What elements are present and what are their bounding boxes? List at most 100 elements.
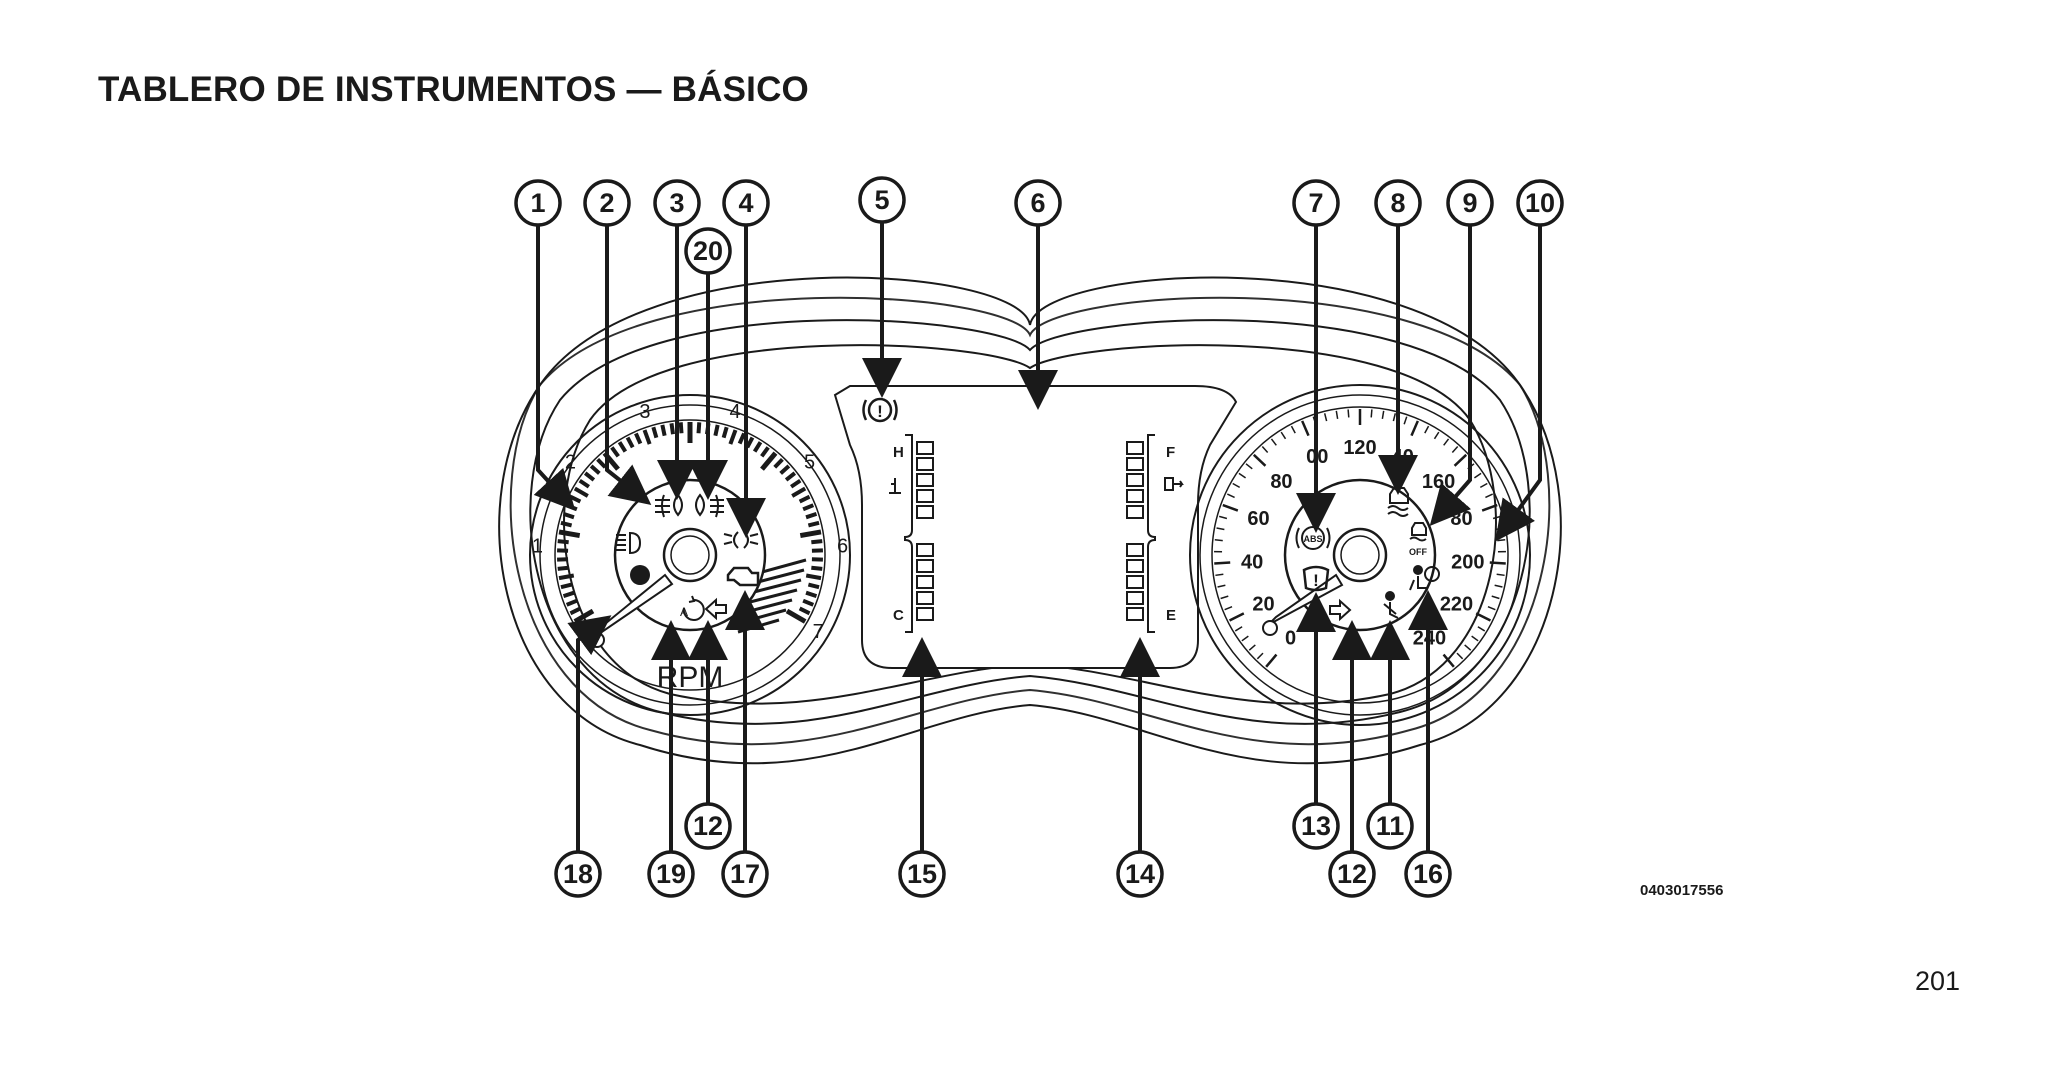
callout-number: 4 xyxy=(738,188,753,218)
callout-leader-arrow xyxy=(533,225,576,511)
tach-tick xyxy=(805,590,818,599)
tach-tick xyxy=(560,582,573,590)
speed-tick xyxy=(1492,515,1502,520)
speed-tick xyxy=(1248,644,1256,651)
tach-scale-label: 7 xyxy=(813,621,824,643)
fuel-bar-segments xyxy=(1126,441,1144,621)
tach-tick xyxy=(745,436,755,449)
tach-tick xyxy=(569,606,582,616)
tach-tick xyxy=(798,606,811,616)
callout-circle xyxy=(1014,179,1062,227)
speed-scale-label: 200 xyxy=(1451,551,1484,573)
speed-tick xyxy=(1218,515,1228,520)
callout-circle xyxy=(1366,802,1414,850)
speed-tick xyxy=(1442,653,1455,668)
fuel-bar-segment xyxy=(1126,575,1144,589)
tach-tick xyxy=(805,573,822,581)
speed-tick xyxy=(1217,584,1226,588)
tach-tick xyxy=(752,441,763,453)
tach-tick xyxy=(785,608,807,624)
tach-tick xyxy=(696,422,702,434)
callout-leader-arrow xyxy=(1429,225,1472,527)
speed-scale-ticks xyxy=(1214,409,1506,668)
speed-tick xyxy=(1232,482,1241,489)
tach-tick xyxy=(721,426,729,439)
temp-bar-segment xyxy=(916,457,934,471)
speed-tick xyxy=(1471,635,1479,642)
callout-circle xyxy=(722,179,770,227)
speed-scale-label: 40 xyxy=(1241,551,1263,573)
speed-tick xyxy=(1491,595,1500,600)
fuel-bar-segment xyxy=(1126,543,1144,557)
tach-tick xyxy=(678,422,684,434)
callout-circle xyxy=(721,850,769,898)
speed-scale-label: 20 xyxy=(1252,593,1274,615)
callout-circle xyxy=(684,802,732,850)
rear-fog-light-icon xyxy=(695,493,724,518)
callout-number: 14 xyxy=(1125,859,1155,889)
temp-bar-segment xyxy=(916,543,934,557)
speed-scale-label: 40 xyxy=(1392,446,1414,468)
tach-tick xyxy=(805,511,818,520)
tach-tick xyxy=(560,520,573,528)
temp-bar-segment xyxy=(916,441,934,455)
speed-tick xyxy=(1453,453,1468,467)
svg-text:A: A xyxy=(680,605,688,619)
callout-19: 19 xyxy=(647,620,695,898)
speed-tick xyxy=(1261,445,1269,453)
temp-bar-segment xyxy=(916,559,934,573)
svg-text:ABS: ABS xyxy=(1303,534,1322,544)
speed-tick xyxy=(1381,410,1385,419)
speed-tick xyxy=(1477,626,1486,632)
tach-tick xyxy=(617,441,628,453)
tach-tick xyxy=(807,520,820,528)
tach-tick xyxy=(713,424,720,437)
page-title: TABLERO DE INSTRUMENTOS — BÁSICO xyxy=(98,70,809,109)
speed-scale-label: 80 xyxy=(1270,471,1292,493)
speed-tick xyxy=(1323,413,1328,422)
speed-tick xyxy=(1238,472,1247,479)
speed-tick xyxy=(1443,438,1450,446)
speed-tick xyxy=(1214,561,1231,565)
speed-tick xyxy=(1216,527,1225,531)
speed-tick xyxy=(1214,538,1223,542)
speed-tick xyxy=(1487,606,1496,611)
temp-bar-segments xyxy=(916,441,934,621)
fuel-bar-segment xyxy=(1126,505,1144,519)
fuel-bar-segment xyxy=(1126,441,1144,455)
tach-tick xyxy=(669,423,676,435)
callout-number: 10 xyxy=(1525,188,1555,218)
speed-scale-label: 0 xyxy=(1285,628,1296,650)
fuel-empty-label: E xyxy=(1166,607,1176,624)
tach-tick xyxy=(802,503,815,512)
tach-tick xyxy=(578,478,590,489)
speed-tick xyxy=(1489,561,1506,565)
tach-tick xyxy=(562,511,575,520)
tach-tick xyxy=(802,598,815,607)
callout-circle xyxy=(898,850,946,898)
temp-bar-segment xyxy=(916,505,934,519)
speed-tick xyxy=(1496,573,1505,577)
tach-tick xyxy=(791,486,807,498)
tach-tick xyxy=(760,446,770,458)
callout-circle xyxy=(653,179,701,227)
speed-tick xyxy=(1473,472,1482,479)
speed-tick xyxy=(1265,653,1278,668)
fuel-bar-segment xyxy=(1126,607,1144,621)
fuel-pump-icon xyxy=(1164,477,1184,491)
speed-tick xyxy=(1252,453,1267,467)
speed-tick xyxy=(1347,409,1350,418)
speed-tick xyxy=(1290,425,1296,434)
speed-tick xyxy=(1424,425,1430,434)
callout-circle xyxy=(1404,850,1452,898)
check-engine-icon xyxy=(726,566,760,587)
temperature-gauge: H C xyxy=(889,434,934,633)
tach-scale-label: 4 xyxy=(730,401,741,423)
speed-tick xyxy=(1494,584,1503,588)
speed-tick xyxy=(1485,493,1493,499)
callout-circle xyxy=(1116,850,1164,898)
tach-tick xyxy=(660,424,667,437)
tach-unit-label: RPM xyxy=(657,661,724,694)
speed-tick xyxy=(1224,606,1233,611)
